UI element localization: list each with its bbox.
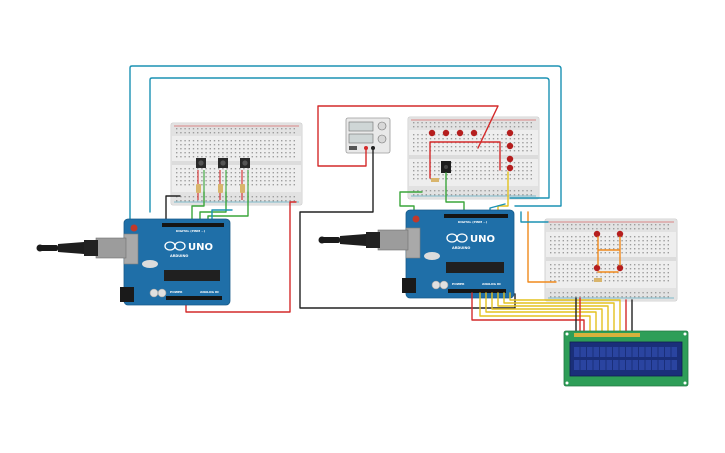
power-supply-display-bottom [348,133,374,144]
arduino-left[interactable]: UNO ARDUINO DIGITAL (PWM ~) POWER ANALOG… [120,218,231,306]
breadboard-right[interactable] [544,218,678,302]
lcd-cell [665,347,671,357]
arduino-infinity-icon [164,241,186,251]
led-r3 [593,264,601,272]
lcd-cell [665,360,671,370]
led-5 [506,129,514,137]
lcd-cell [626,360,632,370]
lcd-cell [613,347,619,357]
arduino-right-digital-label: DIGITAL (PWM ~) [458,220,488,224]
arduino-right-brand: UNO [470,234,495,245]
arduino-left-digital-label: DIGITAL (PWM ~) [176,229,206,233]
lcd-cell [671,347,677,357]
breadboard-middle[interactable] [407,116,540,200]
lcd-cell [606,347,612,357]
lcd-cell [613,360,619,370]
power-supply-display-top [348,121,374,132]
lcd-cell [626,347,632,357]
arduino-infinity-icon [446,233,468,243]
lcd-cell [580,360,586,370]
arduino-right-analog-label: ANALOG IN [482,282,501,286]
arduino-right-sub: ARDUINO [452,246,470,250]
lcd-cell [632,347,638,357]
resistors-left [196,170,249,200]
led-7 [506,155,514,163]
lcd-cell [658,347,664,357]
pushbuttons[interactable] [196,158,250,168]
arduino-left-power-label: POWER [170,290,183,294]
lcd-cell [639,347,645,357]
lcd-cell [619,360,625,370]
lcd-cell [619,347,625,357]
led-r1 [593,230,601,238]
led-3 [456,129,464,137]
led-r4 [616,264,624,272]
lcd-cell [645,347,651,357]
wires-blue [129,65,562,221]
lcd-cell [671,360,677,370]
lcd-cell [639,360,645,370]
leds-middle[interactable] [428,129,514,172]
lcd-cell [574,347,580,357]
lcd-cell [632,360,638,370]
lcd-cell [574,360,580,370]
arduino-right[interactable]: UNO ARDUINO DIGITAL (PWM ~) POWER ANALOG… [402,209,515,299]
lcd-cell [652,347,658,357]
led-2 [442,129,450,137]
lcd-cell [593,360,599,370]
lcd-cell [587,360,593,370]
lcd-cell [587,347,593,357]
lcd-16x2[interactable] [563,330,689,387]
usb-plug-icon [36,237,127,259]
power-supply-knob-top[interactable] [377,121,387,131]
arduino-left-analog-label: ANALOG IN [200,290,219,294]
lcd-cell [645,360,651,370]
power-supply[interactable] [345,117,391,154]
led-8 [506,164,514,172]
lcd-cell [600,360,606,370]
lcd-cell [652,360,658,370]
arduino-left-brand: UNO [188,242,213,253]
led-r2 [616,230,624,238]
leds-right[interactable] [593,230,624,272]
led-1 [428,129,436,137]
lcd-cell [658,360,664,370]
lcd-cell [580,347,586,357]
usb-plug-icon [318,229,409,251]
led-6 [506,142,514,150]
arduino-left-sub: ARDUINO [170,254,188,258]
lcd-cell [606,360,612,370]
power-supply-knob-bottom[interactable] [377,134,387,144]
arduino-right-power-label: POWER [452,282,465,286]
lcd-cell [600,347,606,357]
lcd-cell [593,347,599,357]
lcd-wires [471,292,633,335]
led-4 [470,129,478,137]
breadboard-left[interactable] [170,122,303,206]
